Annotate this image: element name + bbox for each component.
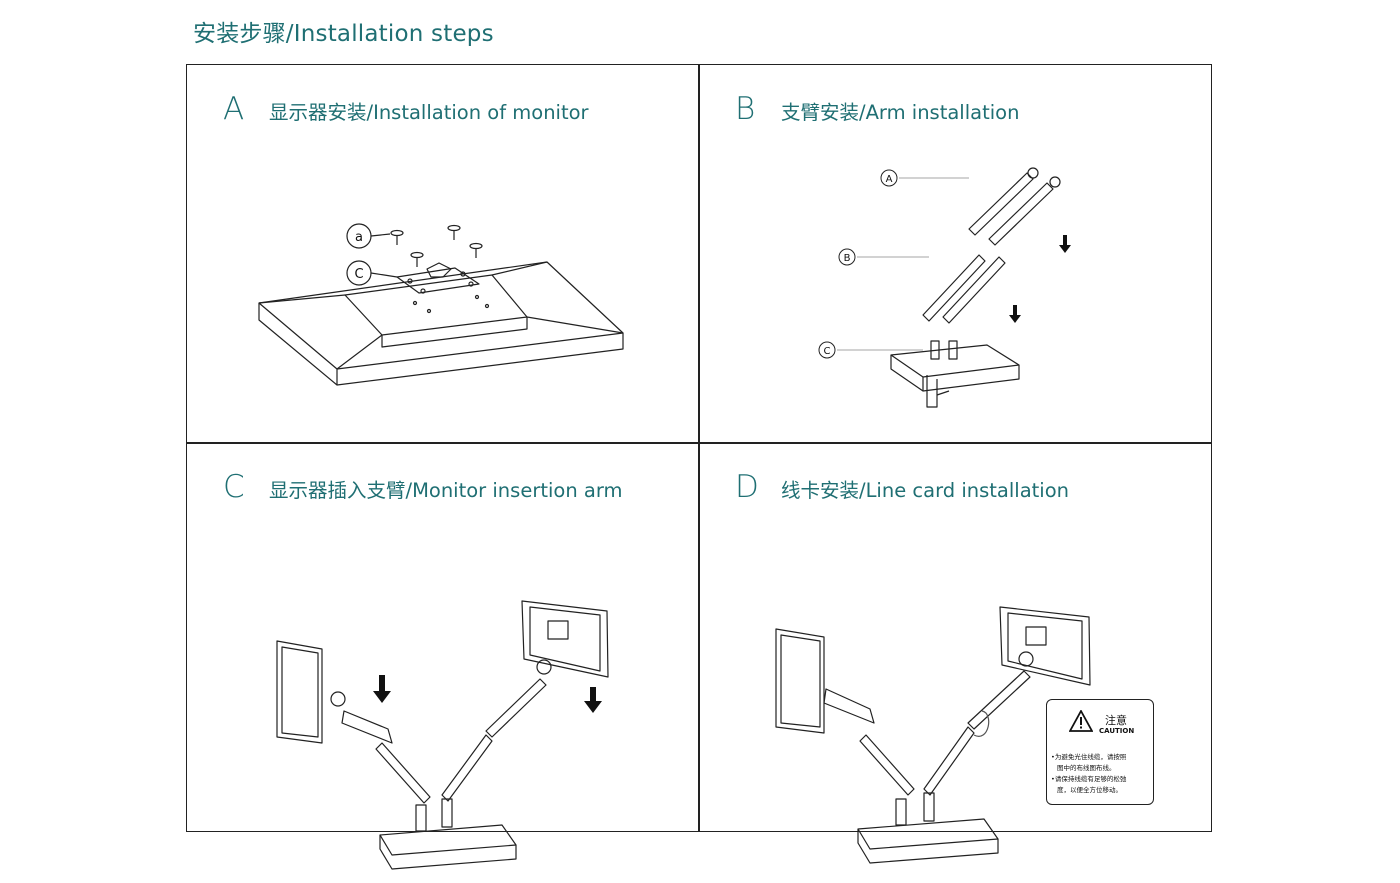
step-title: 线卡安装/Line card installation — [781, 479, 1069, 502]
down-arrow-icon — [1009, 305, 1021, 323]
callout-a: a — [346, 223, 372, 249]
step-header: C 显示器插入支臂/Monitor insertion arm — [223, 469, 623, 505]
caution-text: •为避免光住线缆，请按照 图中的布线图布线。 •请保持线缆有足够的松弛 度，以便… — [1051, 752, 1151, 796]
step-letter: C — [223, 469, 245, 505]
step-letter: A — [223, 91, 245, 127]
caution-box: 注意 CAUTION •为避免光住线缆，请按照 图中的布线图布线。 •请保持线缆… — [1046, 699, 1154, 805]
callout-c: C — [818, 341, 836, 359]
callout-c: C — [346, 260, 372, 286]
step-panel-b: B 支臂安装/Arm installation — [699, 65, 1211, 443]
step-letter: B — [735, 91, 756, 127]
step-panel-a: A 显示器安装/Installation of monitor — [187, 65, 699, 443]
grid-divider-vertical — [698, 65, 700, 831]
steps-grid: A 显示器安装/Installation of monitor — [186, 64, 1212, 870]
step-title: 显示器插入支臂/Monitor insertion arm — [269, 479, 623, 502]
down-arrow-icon — [584, 687, 602, 713]
caution-title-en: CAUTION — [1099, 727, 1135, 735]
caution-line: •请保持线缆有足够的松弛 — [1051, 775, 1127, 783]
callout-a: A — [880, 169, 898, 187]
callout-b: B — [838, 248, 856, 266]
screw-icon — [390, 224, 483, 267]
caution-line: 度，以便全方位移动。 — [1057, 786, 1122, 794]
step-letter: D — [735, 469, 759, 505]
step-title: 支臂安装/Arm installation — [781, 101, 1020, 124]
grid-divider-horizontal — [187, 442, 1211, 444]
step-header: A 显示器安装/Installation of monitor — [223, 91, 589, 127]
svg-text:C: C — [354, 267, 363, 282]
arm-assembly-illustration: A B C — [818, 167, 1071, 408]
page-title: 安装步骤/Installation steps — [193, 21, 494, 47]
svg-text:A: A — [886, 174, 893, 185]
svg-text:C: C — [824, 346, 831, 357]
caution-title-cn: 注意 — [1105, 714, 1127, 727]
down-arrow-icon — [1059, 235, 1071, 253]
step-title: 显示器安装/Installation of monitor — [269, 101, 589, 124]
caution-line: 图中的布线图布线。 — [1057, 764, 1116, 772]
line-card-illustration — [775, 606, 1091, 864]
svg-text:a: a — [355, 230, 363, 245]
caution-line: •为避免光住线缆，请按照 — [1051, 753, 1127, 761]
warning-icon — [1069, 710, 1093, 732]
monitor-plate-illustration: a C — [258, 223, 624, 386]
step-panel-c: C 显示器插入支臂/Monitor insertion arm — [187, 443, 699, 870]
svg-text:B: B — [844, 253, 851, 264]
down-arrow-icon — [373, 675, 391, 703]
step-panel-d: D 线卡安装/Line card installation — [699, 443, 1211, 864]
monitor-insertion-illustration — [276, 600, 609, 870]
step-header: B 支臂安装/Arm installation — [735, 91, 1019, 127]
step-header: D 线卡安装/Line card installation — [735, 469, 1069, 505]
